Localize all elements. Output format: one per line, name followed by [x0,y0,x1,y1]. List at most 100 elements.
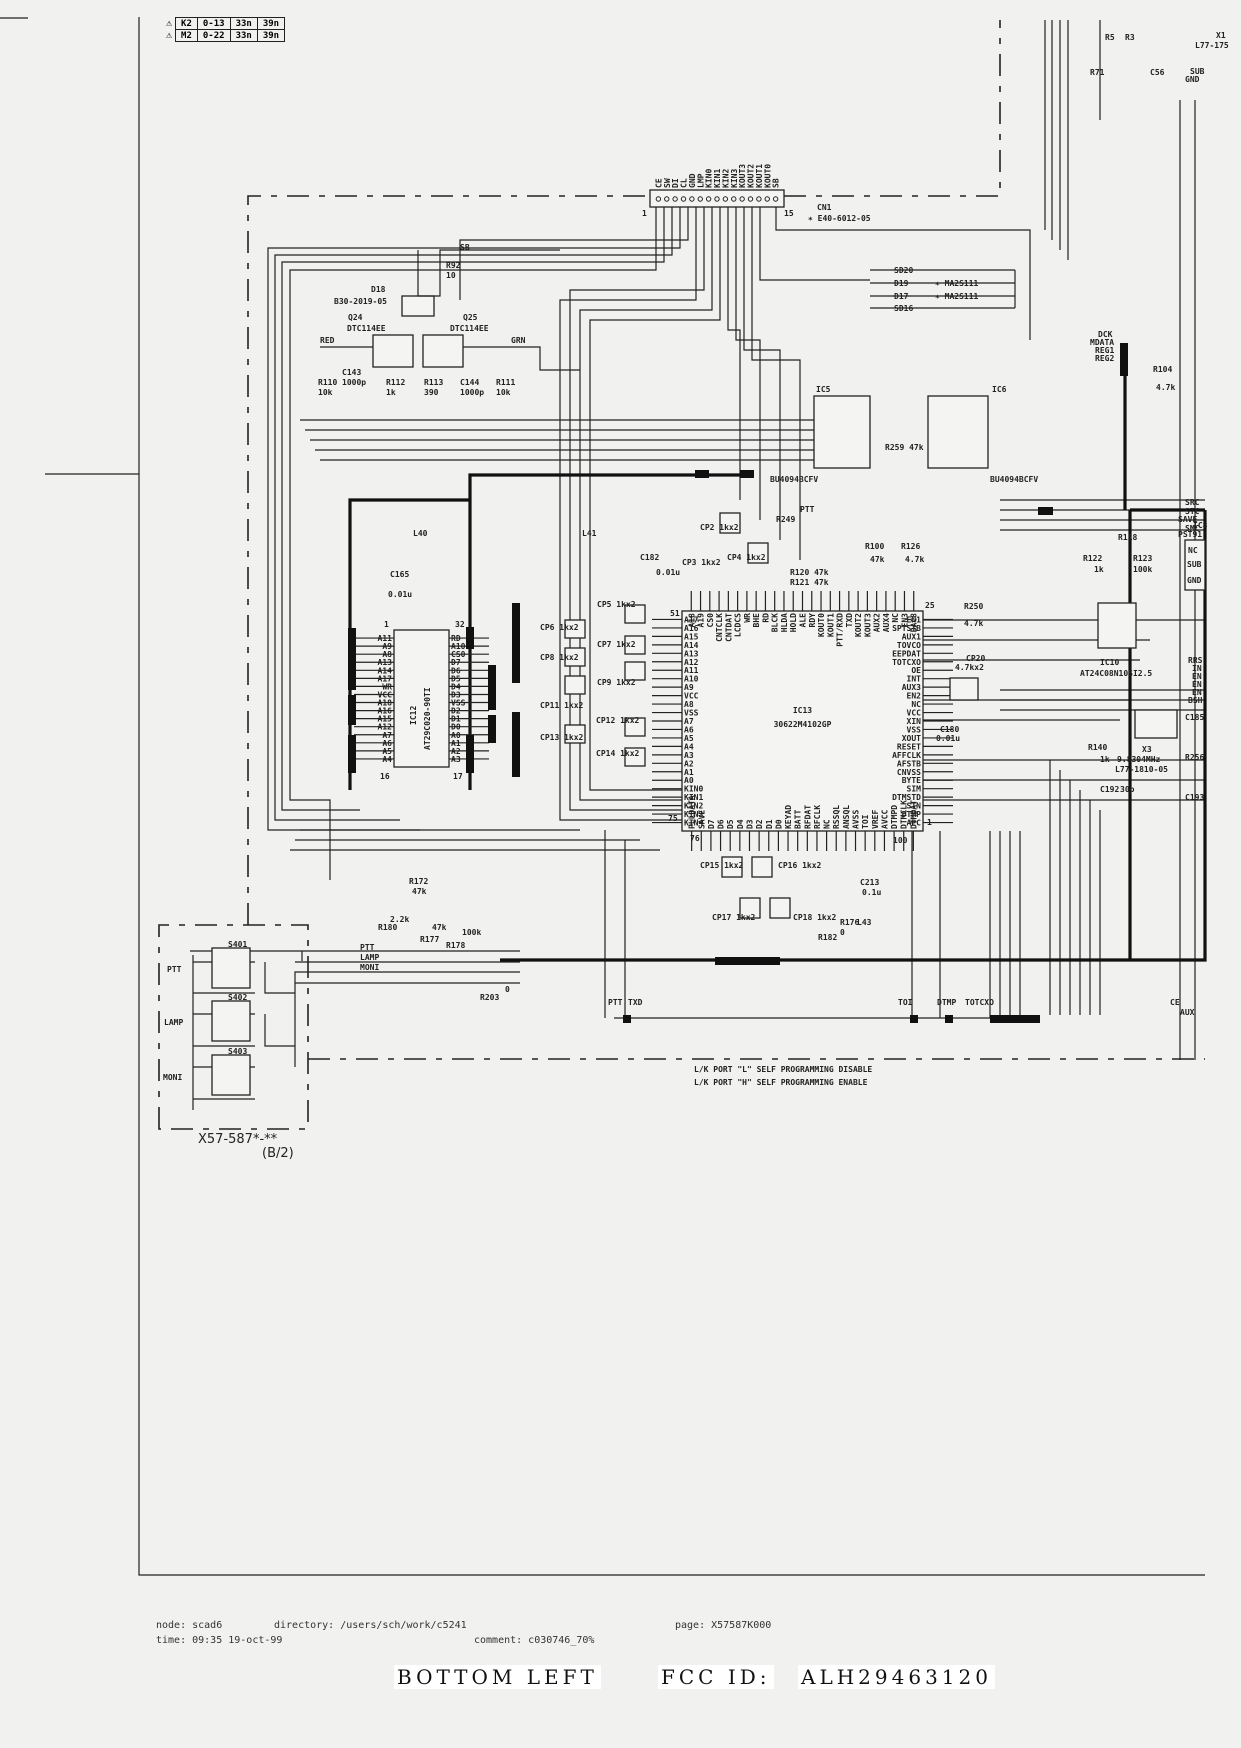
ic13-pin-label: KIN2 [684,802,703,811]
label-cp5: CP5 1kx2 [597,600,636,609]
label-r122-v: 1k [1094,565,1104,574]
ic12-pin-label: CS0 [451,650,466,659]
label-r182: R182 [818,933,837,942]
label-s403: S403 [228,1047,247,1056]
label-ic5: IC5 [816,385,831,394]
ic12-pin-label: A13 [378,658,393,667]
label-cp3: CP3 1kx2 [682,558,721,567]
label-cn1-part: ∗ E40-6012-05 [808,214,871,223]
connector-pin [655,196,662,202]
ic13-pin-label: OE [911,666,921,675]
switch-s401[interactable] [211,947,251,989]
ic12-pin-label: A8 [382,650,392,659]
board-sheet: (B/2) [262,1146,294,1161]
ic13-pin-number: 76 [690,834,700,843]
ic13-pin-label: A14 [684,641,699,650]
label-r256: R256 [1185,753,1204,762]
connector-pin [772,196,779,202]
ic13-pin-label: CNVSS [897,768,921,777]
connector-pin [672,196,678,202]
net-moni-sw: MONI [360,963,379,972]
connector-pin [747,196,754,202]
label-c143: C143 [342,368,361,377]
connector-pin-label: KOUT3 [738,164,747,188]
label-cp4: CP4 1kx2 [727,553,766,562]
connector-pin [722,196,729,202]
label-r120: R120 47k [790,568,829,577]
ic13-pin-label: EN3 [900,613,909,628]
net-toi: TOI [898,998,913,1007]
connector-pin-label: KOUT2 [747,164,756,188]
label-q24-part: DTC114EE [347,324,386,333]
label-cp17: CP17 1kx2 [712,913,756,922]
ic13-pin-label: VSS [907,725,922,734]
ic13-pin-label: NC [911,700,921,709]
ic12-pin-label: A10 [451,642,466,651]
connector-pin-label: CL [680,178,689,188]
warning-icon: ⚠ [166,18,173,29]
label-ic5-part: BU4094BCFV [770,475,818,484]
ic13-pin-label: KEYAD [784,805,793,829]
ic13-pin-label: A4 [684,742,694,751]
transistor-q25 [422,334,464,368]
ic13-pin-label: KIN4 [684,819,703,828]
ic13-pin-label: BYTE [902,776,921,785]
connector-pin-label: KIN0 [705,169,714,188]
ic13-pin-label: INT [907,675,922,684]
revision-value: 33n [229,29,258,42]
stamp-position: BOTTOM LEFT [394,1665,601,1689]
ic13-mcu [681,610,924,832]
ic12-pins: A11A9A8A13A14A17WRVCCA18A16A15A12A7A6A5A… [354,620,489,781]
footer-page: page: X57587K000 [675,1620,772,1631]
ic12-pin-label: A15 [378,715,393,724]
footer-time: time: 09:35 19-oct-99 [156,1635,283,1646]
ic13-pins: A17A16A15A14A13A12A11A10A9VCCA8VSSA7A6A5… [652,591,953,851]
label-x1-part: L77-175 [1195,41,1229,50]
net-aux: AUX [1180,1008,1195,1017]
ic12-pin-label: A9 [382,642,392,651]
ic13-pin-label: DTMDAT [909,800,918,829]
ic5-shift-register [813,395,871,469]
ic13-pin-label: AUX3 [902,683,921,692]
label-r92-value: 10 [446,271,456,280]
label-r126-v: 4.7k [905,555,924,564]
label-c192-v: 30p [1120,785,1135,794]
ic13-pin-label: ANSQL [842,805,851,829]
ic13-pin-label: CNTCLK [715,613,724,642]
ic12-pin-label: VSS [451,699,466,708]
label-r112: R112 [386,378,405,387]
ic13-pin-number: 25 [925,601,935,610]
label-r123: R123 [1133,554,1152,563]
ic13-part: 30622M4102GP [774,720,832,729]
switch-s402[interactable] [211,1000,251,1042]
label-switch-ptt: PTT [167,965,182,974]
unit-boundary [247,20,1205,1060]
label-cp6: CP6 1kx2 [540,623,579,632]
label-r172: R172 [409,877,428,886]
label-r259: R259 47k [885,443,924,452]
label-d17: D17 [894,292,909,301]
ic13-pin-label: A17 [684,615,699,624]
switch-s403[interactable] [211,1054,251,1096]
ic12-pin-label: D4 [451,682,461,691]
label-pst-gnd: GND [1187,576,1202,585]
connector-pin-label: KIN2 [721,169,730,188]
ic13-pin-label: TOVCO [897,641,921,650]
net-in: IN [1192,664,1202,673]
connector-pin [697,196,703,202]
net-bsh: BSH [1188,696,1203,705]
wire-bundle [267,20,1205,1060]
label-ptt: PTT [800,505,815,514]
footer-comment: comment: c030746_70% [474,1635,595,1646]
ic13-pin-label: AVSS [852,810,861,829]
label-r100-v: 47k [870,555,885,564]
label-r111: R111 [496,378,515,387]
ic13-pin-label: AUX4 [882,613,891,632]
ic13-pin-label: VREF [871,810,880,829]
label-r140: R140 [1088,743,1107,752]
ic13-pin-label: D6 [717,819,726,829]
ic13-pin-label: KIN1 [684,793,703,802]
switch-board-boundary [158,924,309,1130]
label-pst-sub: SUB [1187,560,1202,569]
ic13-pin-label: A2 [684,759,694,768]
